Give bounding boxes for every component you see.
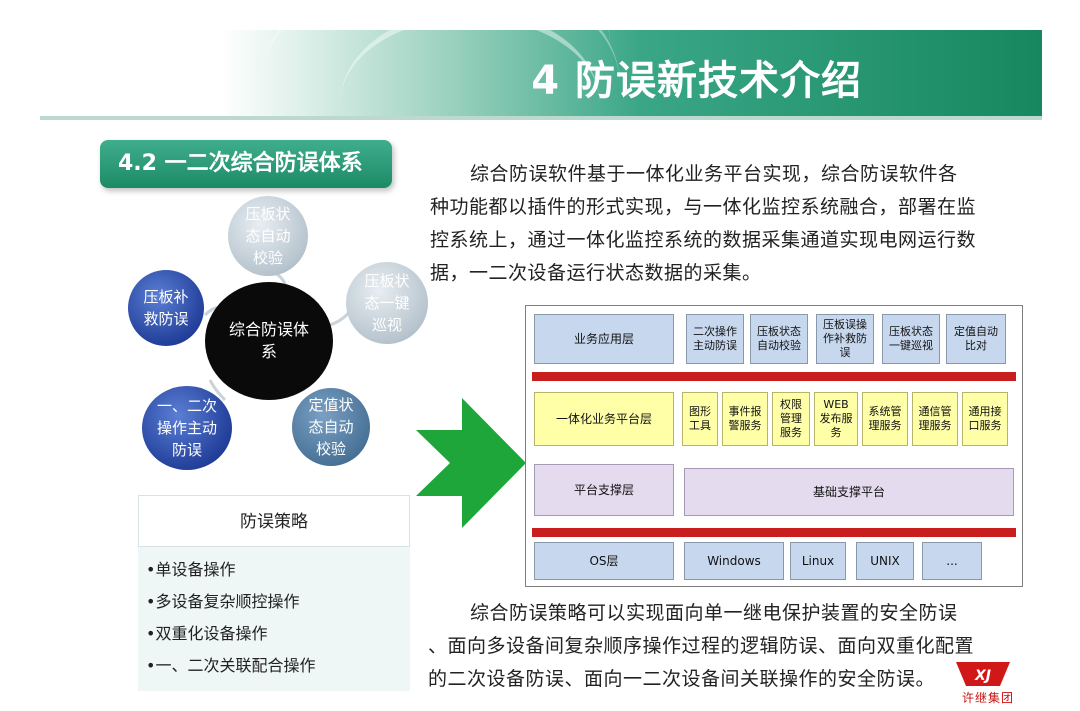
cycle-node-left: 压板补救防误	[128, 270, 204, 346]
svg-text:XJ: XJ	[974, 668, 991, 684]
strategy-item: •多设备复杂顺控操作	[146, 592, 300, 611]
support-layer-label: 平台支撑层	[534, 464, 674, 516]
closing-line-1: 综合防误策略可以实现面向单一继电保护装置的安全防误	[470, 602, 958, 624]
app-module: 压板状态自动校验	[750, 314, 808, 364]
header-banner: 4 防误新技术介绍	[40, 30, 1042, 116]
platform-module: 系统管理服务	[862, 392, 908, 446]
intro-line-3: 控系统上，通过一体化监控系统的数据采集通道实现电网运行数	[430, 229, 977, 251]
cycle-node-bottom-left: 一、二次操作主动防误	[142, 386, 232, 470]
platform-module: 事件报警服务	[722, 392, 768, 446]
platform-module: 图形工具	[682, 392, 718, 446]
intro-line-4: 据，一二次设备运行状态数据的采集。	[430, 262, 762, 284]
os-item: Windows	[684, 542, 784, 580]
cycle-node-bottom-right: 定值状态自动校验	[292, 388, 370, 466]
strategy-item: •一、二次关联配合操作	[146, 656, 316, 675]
layer-separator	[532, 528, 1016, 537]
os-item: Linux	[790, 542, 846, 580]
cycle-center-node: 综合防误体系	[205, 282, 333, 400]
strategy-item: •单设备操作	[146, 560, 236, 579]
closing-line-3: 的二次设备防误、面向一二次设备间关联操作的安全防误。	[428, 668, 936, 690]
strategy-title: 防误策略	[138, 495, 410, 547]
section-heading: 4.2 一二次综合防误体系	[100, 140, 392, 188]
platform-module: 通用接口服务	[962, 392, 1008, 446]
layer-separator	[532, 372, 1016, 381]
intro-line-2: 种功能都以插件的形式实现，与一体化监控系统融合，部署在监	[430, 196, 977, 218]
strategy-panel: 防误策略 •单设备操作 •多设备复杂顺控操作 •双重化设备操作 •一、二次关联配…	[138, 495, 410, 691]
app-module: 二次操作主动防误	[686, 314, 744, 364]
app-module: 定值自动比对	[946, 314, 1006, 364]
platform-layer-label: 一体化业务平台层	[534, 392, 674, 446]
app-module: 压板状态一键巡视	[882, 314, 940, 364]
green-arrow-icon	[416, 398, 526, 528]
os-layer-label: OS层	[534, 542, 674, 580]
page-title: 4 防误新技术介绍	[531, 58, 862, 104]
company-logo: XJ	[954, 660, 1012, 688]
app-layer-label: 业务应用层	[534, 314, 674, 364]
app-module: 压板误操作补救防误	[816, 314, 874, 364]
company-name: 许继集团	[962, 691, 1015, 705]
support-platform: 基础支撑平台	[684, 468, 1014, 516]
intro-line-1: 综合防误软件基于一体化业务平台实现，综合防误软件各	[470, 163, 958, 185]
header-underline	[40, 116, 1042, 120]
platform-module: 权限管理服务	[772, 392, 810, 446]
architecture-diagram: 业务应用层 二次操作主动防误 压板状态自动校验 压板误操作补救防误 压板状态一键…	[525, 305, 1023, 587]
os-item: ...	[922, 542, 982, 580]
strategy-item: •双重化设备操作	[146, 624, 268, 643]
cycle-node-right: 压板状态一键巡视	[346, 262, 428, 344]
closing-line-2: 、面向多设备间复杂顺序操作过程的逻辑防误、面向双重化配置	[428, 635, 975, 657]
platform-module: 通信管理服务	[912, 392, 958, 446]
os-item: UNIX	[856, 542, 914, 580]
cycle-node-top: 压板状态自动校验	[228, 196, 308, 276]
